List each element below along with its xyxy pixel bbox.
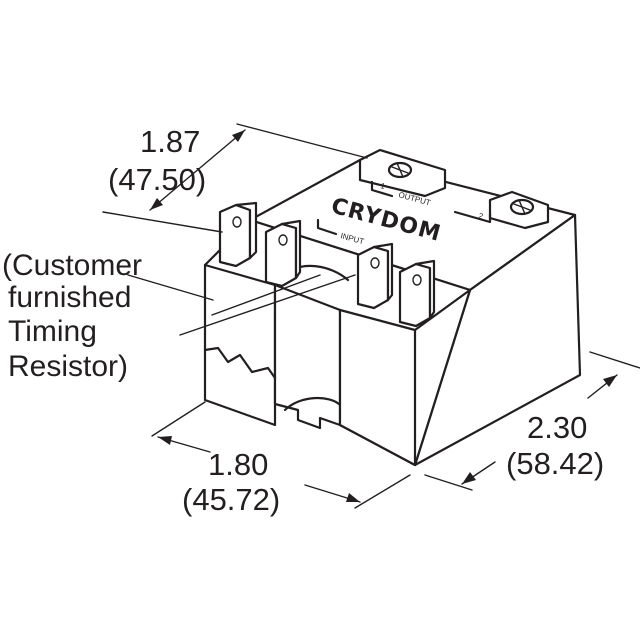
note-line-3: Timing <box>8 315 97 348</box>
housing-edge <box>413 288 472 332</box>
width-dimension: 1.80 (45.72) <box>151 401 411 517</box>
height-inch-label: 1.87 <box>140 124 200 159</box>
housing-right-block <box>338 308 417 467</box>
housing-recess <box>273 283 342 430</box>
output-bracket-left <box>370 180 394 198</box>
tab-terminal-right-1 <box>356 242 394 310</box>
width-arrow-left <box>158 436 172 445</box>
height-dimension: 1.87 (47.50) <box>102 123 368 233</box>
input-bracket <box>316 218 338 236</box>
tab-terminal-right-2 <box>398 259 436 328</box>
note-line-4: Resistor) <box>8 350 128 383</box>
tab-terminal-left-1 <box>218 201 258 268</box>
terminal-1-label: 1 <box>379 181 386 191</box>
depth-dimension: 2.30 (58.42) <box>424 351 640 491</box>
width-inch-label: 1.80 <box>208 447 268 482</box>
width-mm-label: (45.72) <box>182 482 280 517</box>
height-mm-label: (47.50) <box>108 162 206 197</box>
height-dimension-line <box>149 129 246 211</box>
width-arrow-right <box>346 493 360 502</box>
resistor-lead <box>179 274 356 336</box>
depth-extension-back <box>589 351 640 369</box>
height-arrow-bottom <box>150 198 163 210</box>
width-extension-right <box>354 474 411 509</box>
tab-terminal-left-2 <box>264 219 302 288</box>
note-line-2: furnished <box>8 281 131 314</box>
depth-extension-front <box>424 474 473 491</box>
note-leader-line <box>127 274 214 301</box>
depth-arrow-back <box>603 375 617 387</box>
width-extension-left <box>151 401 206 437</box>
height-extension-bottom <box>102 211 223 233</box>
height-arrow-top <box>232 130 245 142</box>
terminal-2-label: 2 <box>477 211 484 221</box>
depth-mm-label: (58.42) <box>506 446 604 481</box>
timing-resistor-note: (Customer furnished Timing Resistor) <box>2 249 214 383</box>
recess-slot <box>283 396 342 412</box>
output-bracket-right <box>453 210 492 224</box>
depth-inch-label: 2.30 <box>527 410 587 445</box>
screw-terminal-1 <box>387 161 413 179</box>
screw-terminal-2 <box>509 198 535 216</box>
depth-arrow-front <box>462 472 476 484</box>
housing-left-block <box>203 263 277 427</box>
note-line-1: (Customer <box>2 249 142 282</box>
resistor-lead-2 <box>211 274 321 316</box>
height-extension-top <box>236 123 368 159</box>
timing-resistor <box>179 274 356 380</box>
